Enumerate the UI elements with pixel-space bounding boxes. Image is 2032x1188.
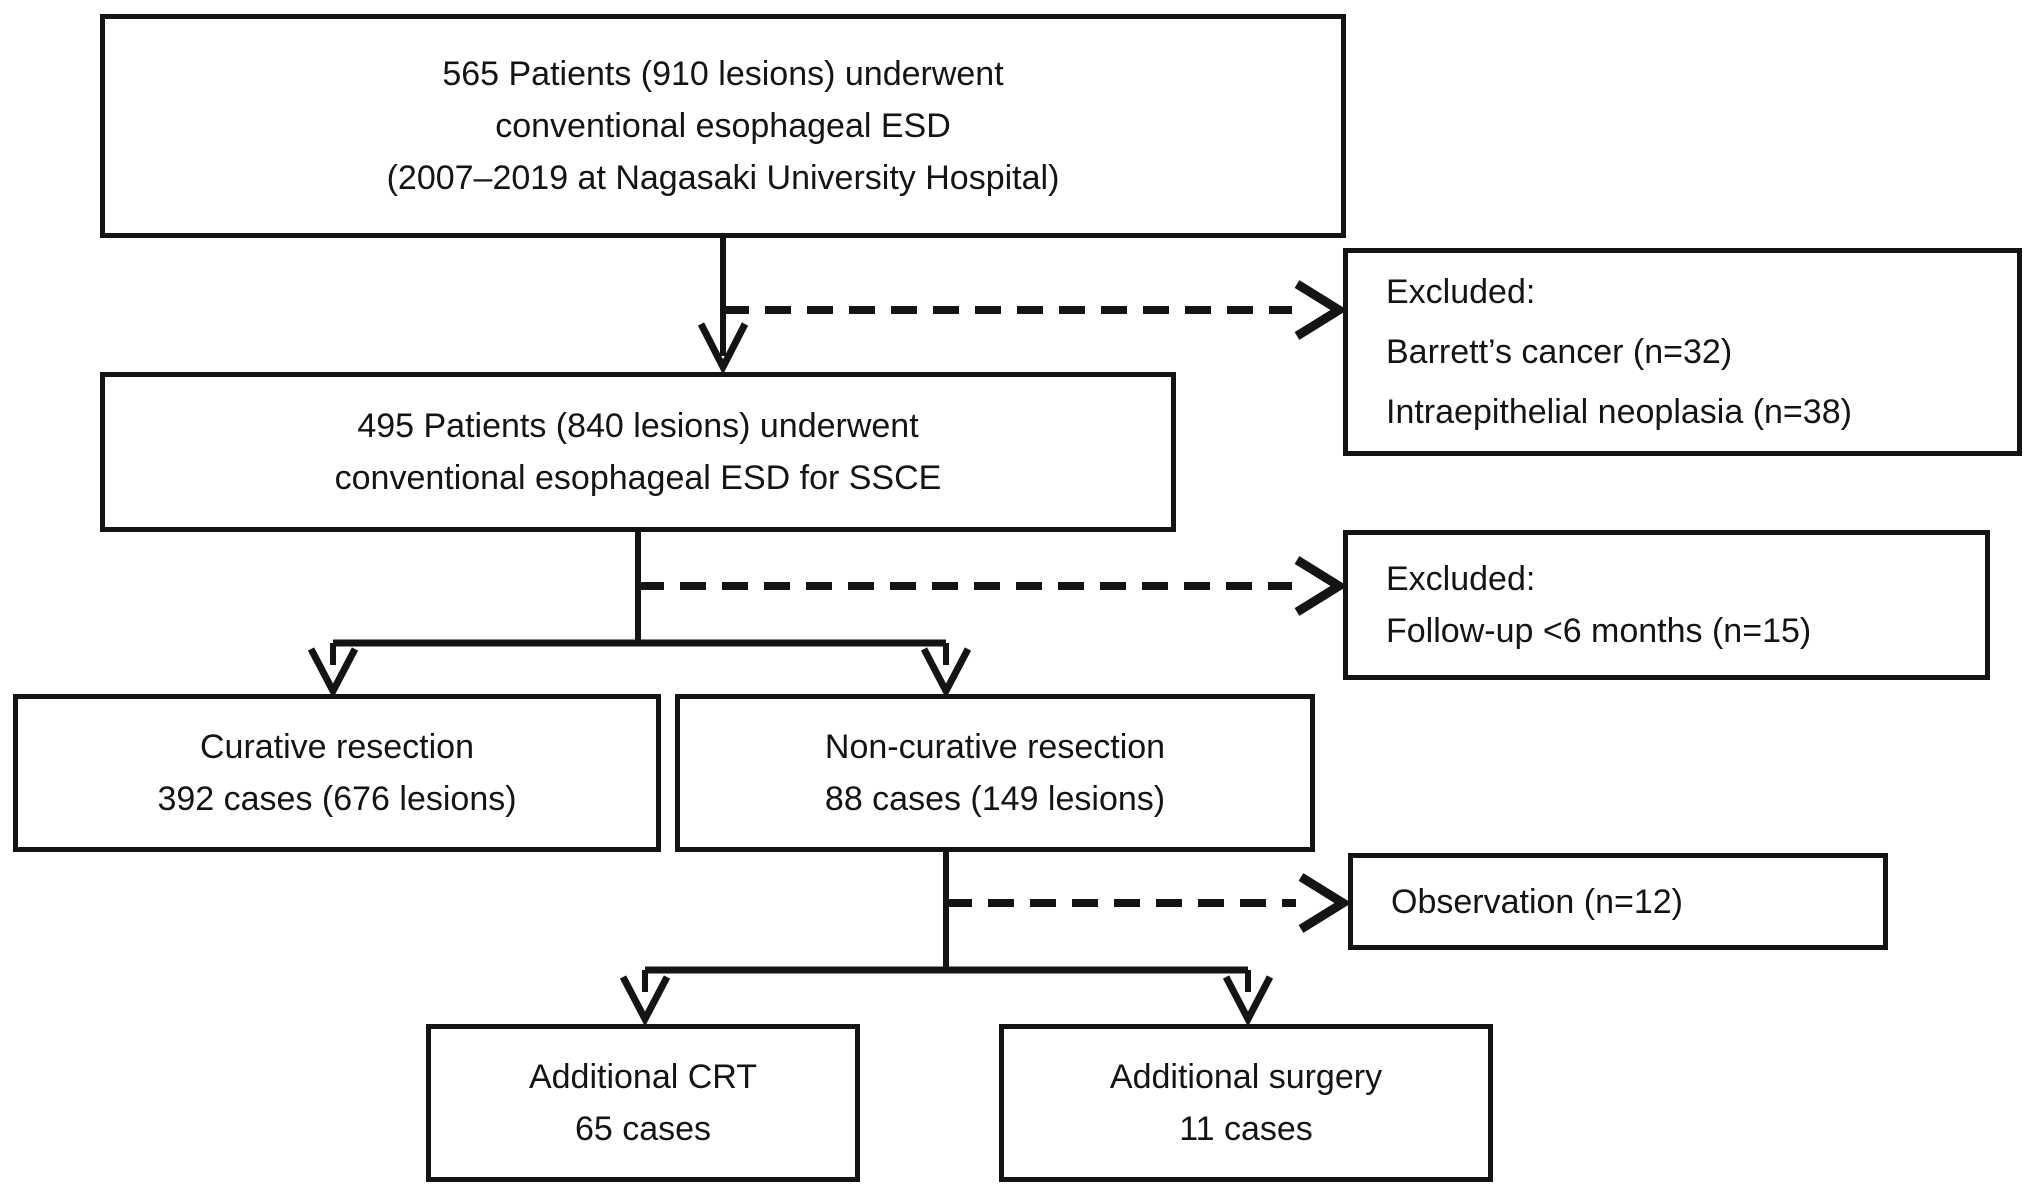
node-noncurative-resection: Non-curative resection 88 cases (149 les… bbox=[675, 694, 1315, 852]
node-line: 392 cases (676 lesions) bbox=[157, 780, 517, 818]
node-additional-crt: Additional CRT 65 cases bbox=[426, 1024, 860, 1182]
dashed-arrow-excluded-barretts-head bbox=[1294, 280, 1348, 340]
node-line: Additional surgery bbox=[1109, 1058, 1383, 1096]
node-observation: Observation (n=12) bbox=[1348, 853, 1888, 950]
node-line: (2007–2019 at Nagasaki University Hospit… bbox=[386, 159, 1060, 197]
node-line: 88 cases (149 lesions) bbox=[824, 780, 1166, 818]
node-line: 11 cases bbox=[1179, 1110, 1313, 1148]
node-initial-cohort: 565 Patients (910 lesions) underwent con… bbox=[100, 14, 1346, 238]
node-line: Observation (n=12) bbox=[1391, 882, 1683, 921]
node-excluded-followup: Excluded: Follow-up <6 months (n=15) bbox=[1343, 530, 1990, 680]
node-ssce-cohort: 495 Patients (840 lesions) underwent con… bbox=[100, 372, 1176, 532]
node-line: Curative resection bbox=[199, 728, 474, 766]
node-curative-resection: Curative resection 392 cases (676 lesion… bbox=[13, 694, 661, 852]
node-line: Barrett’s cancer (n=32) bbox=[1386, 333, 1733, 371]
node-line: 65 cases bbox=[574, 1110, 712, 1148]
arrow-curative-head bbox=[307, 647, 359, 699]
node-line: Non-curative resection bbox=[824, 728, 1166, 766]
node-line: Additional CRT bbox=[528, 1058, 758, 1096]
arrow-noncurative-head bbox=[920, 647, 972, 699]
arrow-surgery-head bbox=[1222, 975, 1274, 1027]
node-line: 565 Patients (910 lesions) underwent bbox=[442, 55, 1004, 93]
node-line: Excluded: bbox=[1386, 273, 1536, 311]
node-excluded-barretts: Excluded: Barrett’s cancer (n=32) Intrae… bbox=[1343, 248, 2022, 456]
dashed-arrow-observation-head bbox=[1298, 873, 1352, 933]
dashed-arrow-excluded-followup-head bbox=[1294, 556, 1348, 616]
node-additional-surgery: Additional surgery 11 cases bbox=[999, 1024, 1493, 1182]
node-line: conventional esophageal ESD for SSCE bbox=[334, 459, 942, 497]
node-line: conventional esophageal ESD bbox=[495, 107, 951, 145]
arrow-crt-head bbox=[619, 975, 671, 1027]
arrow-cohort-to-ssce-head bbox=[697, 322, 749, 375]
node-line: Intraepithelial neoplasia (n=38) bbox=[1386, 393, 1852, 431]
node-line: Excluded: bbox=[1386, 560, 1536, 598]
node-line: Follow-up <6 months (n=15) bbox=[1386, 612, 1812, 650]
node-line: 495 Patients (840 lesions) underwent bbox=[357, 407, 919, 445]
